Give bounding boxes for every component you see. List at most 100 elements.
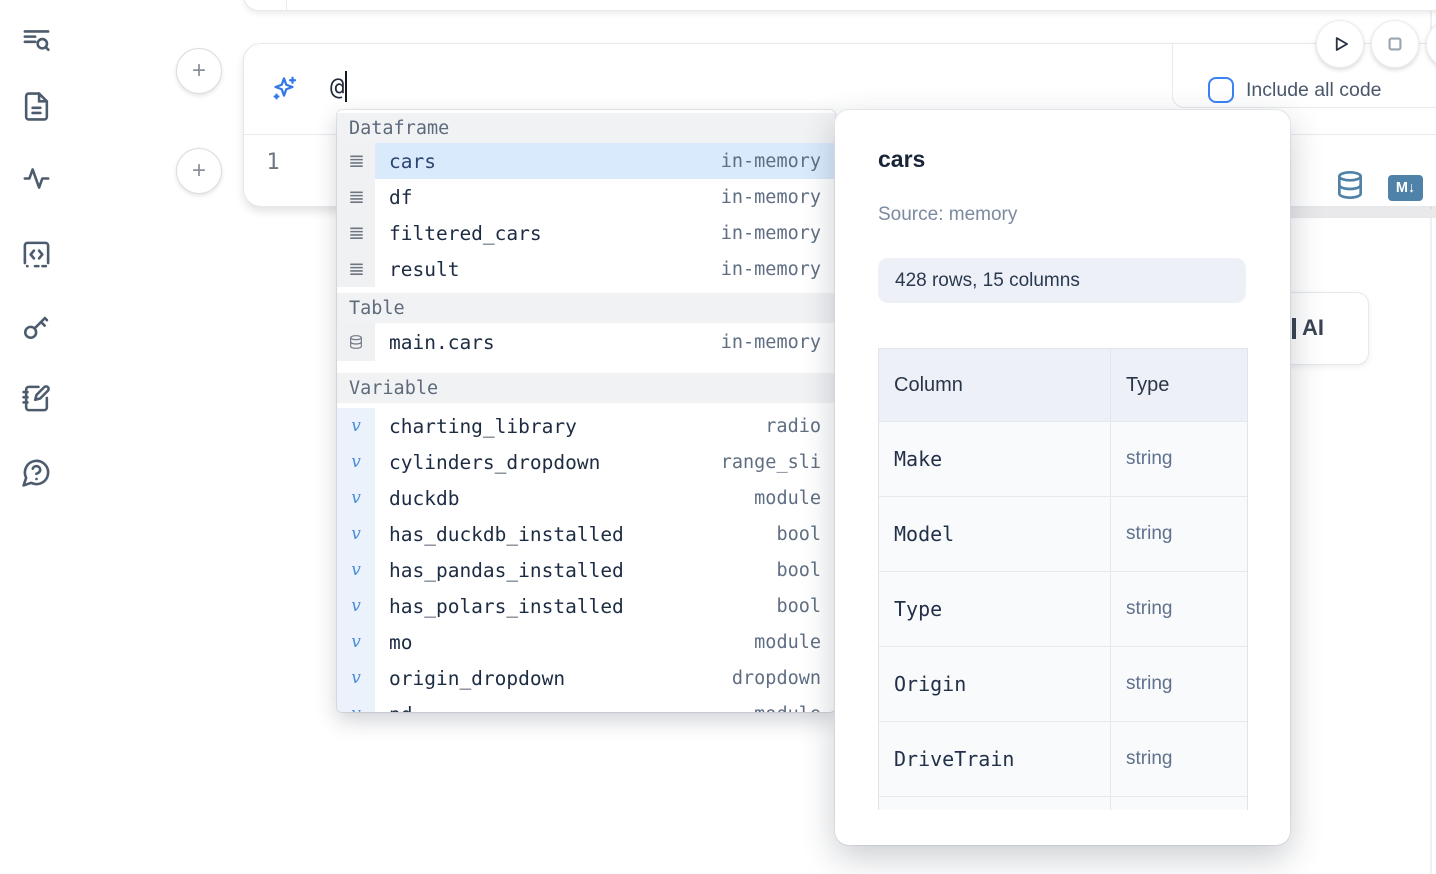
code-snippets-icon[interactable]	[19, 237, 53, 271]
previous-cell-fragment	[243, 0, 1436, 11]
item-type: in-memory	[720, 186, 821, 208]
gutter-divider	[286, 0, 287, 10]
column-name-cell: Type	[894, 597, 943, 621]
add-cell-above-button[interactable]: +	[176, 48, 222, 94]
item-name: cylinders_dropdown	[389, 450, 601, 474]
convert-to-markdown-button[interactable]: M↓	[1388, 174, 1423, 201]
item-name: has_polars_installed	[389, 594, 624, 618]
column-type-cell	[1110, 797, 1247, 810]
autocomplete-item-content: pd module	[375, 696, 835, 713]
item-name: has_pandas_installed	[389, 558, 624, 582]
item-type: bool	[776, 595, 821, 617]
column-header: Column	[894, 373, 963, 396]
text-caret	[345, 71, 348, 102]
column-name-cell: Make	[894, 447, 943, 471]
sparkles-icon	[269, 74, 299, 104]
column-type-cell: string	[1110, 422, 1247, 496]
dataframe-lines-icon	[349, 227, 363, 239]
right-edge-divider	[1430, 0, 1432, 874]
autocomplete-section-header: Variable	[337, 373, 835, 403]
add-cell-below-button[interactable]: +	[176, 148, 222, 194]
convert-to-sql-button[interactable]	[1334, 168, 1366, 207]
autocomplete-item-pd[interactable]: vpdmodule	[337, 696, 835, 712]
stop-icon	[1388, 37, 1402, 51]
include-all-code-label: Include all code	[1246, 79, 1382, 101]
preview-source: Source: memory	[878, 204, 1018, 225]
include-all-code-checkbox[interactable]	[1208, 77, 1234, 103]
file-icon[interactable]	[19, 89, 53, 123]
help-chat-icon[interactable]	[19, 455, 53, 489]
item-type: module	[744, 704, 821, 713]
include-code-panel: Include all code	[1172, 44, 1436, 108]
item-type: range_sli	[720, 451, 821, 473]
variable-icon-cell: v	[337, 480, 375, 516]
item-name: charting_library	[389, 414, 577, 438]
item-name: pd	[389, 703, 412, 713]
variable-icon-cell: v	[337, 516, 375, 552]
column-type-cell: string	[1110, 647, 1247, 721]
stop-cell-button[interactable]	[1371, 20, 1419, 68]
variable-icon: v	[351, 524, 361, 544]
autocomplete-item-main.cars[interactable]: main.cars in-memory	[337, 323, 835, 361]
item-name: duckdb	[389, 486, 460, 510]
item-name: has_duckdb_installed	[389, 522, 624, 546]
table-row: Model string	[879, 496, 1247, 571]
run-cell-button[interactable]	[1316, 20, 1364, 68]
cell-actions: M↓	[1334, 168, 1423, 207]
left-sidebar	[0, 0, 72, 874]
item-type: dropdown	[731, 667, 821, 689]
ai-prompt-value: @	[330, 72, 345, 101]
autocomplete-item-charting_library[interactable]: v charting_library radio	[337, 408, 835, 444]
dataframe-lines-icon	[349, 263, 363, 275]
key-icon[interactable]	[19, 309, 53, 343]
item-type: module	[754, 631, 821, 653]
autocomplete-item-cylinders_dropdown[interactable]: v cylinders_dropdown range_sli	[337, 444, 835, 480]
item-type: in-memory	[720, 222, 821, 244]
notebook-pen-icon[interactable]	[19, 381, 53, 415]
dataframe-icon-cell	[337, 251, 375, 287]
database-icon-cell	[337, 323, 375, 361]
item-type: bool	[776, 559, 821, 581]
item-type: in-memory	[720, 331, 821, 353]
variable-icon: v	[351, 488, 361, 508]
variable-icon-cell: v	[337, 552, 375, 588]
dataframe-icon-cell	[337, 215, 375, 251]
item-type: radio	[765, 415, 821, 437]
item-name: mo	[389, 630, 413, 654]
activity-icon[interactable]	[19, 161, 53, 195]
autocomplete-item-content: has_pandas_installed bool	[375, 552, 835, 588]
item-name: main.cars	[389, 330, 495, 354]
dataframe-lines-icon	[349, 191, 363, 203]
autocomplete-item-content: cylinders_dropdown range_sli	[375, 444, 835, 480]
cell-bottom-shadow-band	[1240, 209, 1436, 218]
table-row	[879, 796, 1247, 810]
autocomplete-item-has_pandas_installed[interactable]: v has_pandas_installed bool	[337, 552, 835, 588]
variable-icon-cell: v	[337, 444, 375, 480]
variable-icon: v	[351, 416, 361, 436]
toc-search-icon[interactable]	[19, 23, 53, 57]
ai-prompt-input[interactable]: @	[330, 71, 348, 102]
column-name-cell: Model	[894, 522, 955, 546]
variable-icon-cell: v	[337, 660, 375, 696]
play-icon	[1335, 37, 1348, 51]
column-type-cell: string	[1110, 497, 1247, 571]
dataframe-lines-icon	[349, 155, 363, 167]
type-header: Type	[1110, 349, 1247, 421]
